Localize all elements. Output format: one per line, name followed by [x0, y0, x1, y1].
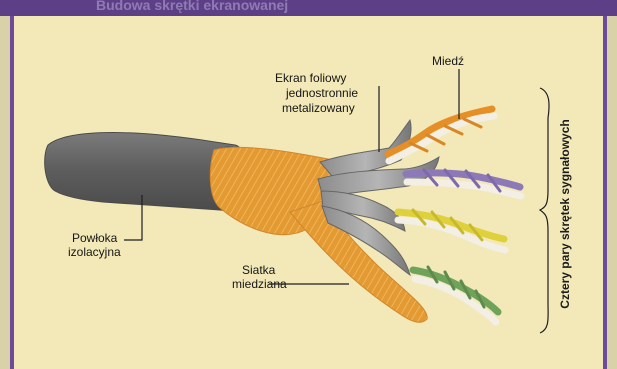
- label-siatka-2: miedziana: [232, 278, 287, 290]
- label-powloka-1: Powłoka: [72, 232, 117, 244]
- label-four-pairs: Cztery pary skrętek sygnałowych: [558, 119, 572, 308]
- label-siatka-1: Siatka: [242, 264, 275, 276]
- twisted-pairs: [388, 109, 521, 322]
- label-miedz: Miedź: [432, 55, 464, 67]
- label-ekran-2: jednostronnie: [286, 87, 358, 99]
- label-ekran-3: metalizowany: [282, 102, 355, 114]
- label-powloka-2: izolacyjna: [68, 246, 121, 258]
- label-ekran-1: Ekran foliowy: [275, 72, 346, 84]
- pairs-brace: [540, 88, 549, 333]
